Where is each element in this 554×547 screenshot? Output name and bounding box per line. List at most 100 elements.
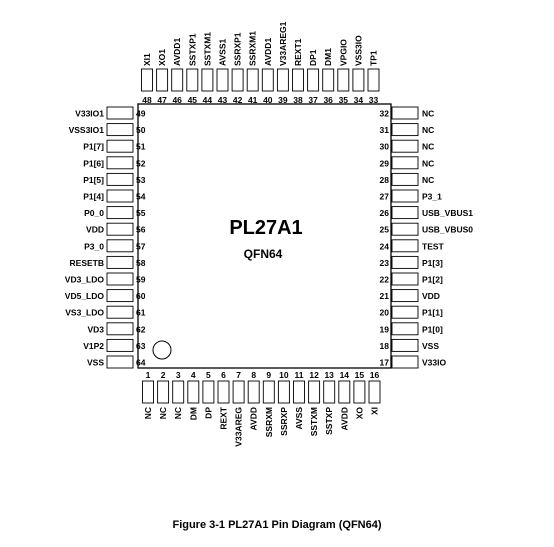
pins: 49V33IO150VSS3IO151P1[7]52P1[6]53P1[5]54… xyxy=(65,21,474,446)
pin-number: 52 xyxy=(136,158,146,168)
pin-name: NC xyxy=(158,407,168,419)
pin-number: 55 xyxy=(136,208,146,218)
pin-pad xyxy=(106,338,134,352)
pin-pad xyxy=(201,68,214,92)
pin-name: NC xyxy=(173,407,183,419)
pin-number: 9 xyxy=(266,370,271,380)
pin-pad xyxy=(156,68,169,92)
pin-number: 62 xyxy=(136,324,146,334)
pin-name: SSRXP1 xyxy=(233,32,243,66)
pin-number: 1 xyxy=(146,370,151,380)
pin-name: DP xyxy=(203,407,213,419)
pin-name: XO xyxy=(354,407,364,420)
pin-name: P1[6] xyxy=(83,158,104,168)
pin-name: VDD xyxy=(422,291,440,301)
pin-number: 22 xyxy=(380,275,390,285)
pin-name: XO1 xyxy=(157,49,167,66)
pin-name: AVDD1 xyxy=(263,38,273,66)
pin-name: VD3 xyxy=(87,324,104,334)
pin-number: 17 xyxy=(380,358,390,368)
pin-pad xyxy=(337,68,350,92)
pin-name: REXT xyxy=(219,406,229,429)
pin-pad xyxy=(186,68,199,92)
pin-pad xyxy=(391,156,419,170)
pin-number: 56 xyxy=(136,225,146,235)
pin-number: 45 xyxy=(188,95,198,105)
pin-pad xyxy=(293,380,305,404)
pin-name: V33IO xyxy=(422,358,446,368)
pin-number: 6 xyxy=(221,370,226,380)
pin-pad xyxy=(246,68,259,92)
pin-pad xyxy=(171,68,184,92)
pin-pad xyxy=(142,380,154,404)
pin-pad xyxy=(106,355,134,369)
pin-name: DP1 xyxy=(308,49,318,66)
pin-number: 51 xyxy=(136,142,146,152)
pin-number: 60 xyxy=(136,291,146,301)
pin-pad xyxy=(216,68,229,92)
chip-package: QFN64 xyxy=(244,247,283,261)
pin-name: XI1 xyxy=(142,53,152,66)
pin-name: V1P2 xyxy=(83,341,104,351)
pin-pad xyxy=(106,156,134,170)
pin-name: AVDD1 xyxy=(172,38,182,66)
pin-pad xyxy=(391,305,419,319)
pin-name: P1[0] xyxy=(422,324,443,334)
pin-number: 40 xyxy=(263,95,273,105)
pin-number: 26 xyxy=(380,208,390,218)
pin-number: 34 xyxy=(354,95,364,105)
pin1-orientation-dot xyxy=(152,340,172,360)
pin-pad xyxy=(391,272,419,286)
pin-number: 11 xyxy=(295,370,304,380)
pin-pad xyxy=(202,380,215,404)
pin-pad xyxy=(106,239,134,253)
pin-number: 30 xyxy=(380,142,390,152)
pin-name: P3_1 xyxy=(422,192,442,202)
pin-name: V33AREG1 xyxy=(278,21,288,66)
pin-pad xyxy=(391,172,419,186)
pin-pad xyxy=(106,222,134,236)
pin-name: VSS xyxy=(422,341,439,351)
pin-pad xyxy=(368,380,381,404)
pin-pad xyxy=(141,68,153,92)
pin-number: 59 xyxy=(136,275,146,285)
pin-name: VSS3IO1 xyxy=(69,125,105,135)
pin-number: 46 xyxy=(172,95,182,105)
pin-name: SSTXP xyxy=(324,407,334,435)
pin-name: AVDD xyxy=(339,407,349,430)
pin-name: DM xyxy=(188,407,198,420)
pin-pad xyxy=(231,68,244,92)
pin-number: 13 xyxy=(324,370,334,380)
pin-name: TEST xyxy=(422,241,445,251)
pin-number: 33 xyxy=(369,95,379,105)
pin-number: 27 xyxy=(380,192,390,202)
pin-pad xyxy=(367,68,380,92)
pin-pad xyxy=(391,106,419,120)
pin-name: USB_VBUS1 xyxy=(422,208,473,218)
pin-name: RESETB xyxy=(70,258,104,268)
pin-number: 36 xyxy=(323,95,333,105)
pin-pad xyxy=(353,380,366,404)
pin-number: 21 xyxy=(380,291,390,301)
pin-name: USB_VBUS0 xyxy=(422,225,473,235)
pin-name: AVSS1 xyxy=(218,38,228,66)
pin-number: 43 xyxy=(218,95,228,105)
pin-number: 53 xyxy=(136,175,146,185)
pin-pad xyxy=(391,338,419,352)
pin-number: 31 xyxy=(380,125,390,135)
pin-number: 61 xyxy=(136,308,146,318)
pin-name: P1[3] xyxy=(422,258,443,268)
pin-pad xyxy=(322,68,335,92)
pin-name: P1[4] xyxy=(83,192,104,202)
pin-number: 18 xyxy=(380,341,390,351)
pin-pad xyxy=(106,272,134,286)
pin-name: DM1 xyxy=(323,48,333,66)
pin-pad xyxy=(261,68,274,92)
pin-name: P0_0 xyxy=(84,208,104,218)
pin-name: NC xyxy=(422,125,434,135)
pin-pad xyxy=(106,123,134,137)
pin-name: TP1 xyxy=(369,50,379,66)
pin-number: 16 xyxy=(370,370,380,380)
pin-pad xyxy=(106,189,134,203)
